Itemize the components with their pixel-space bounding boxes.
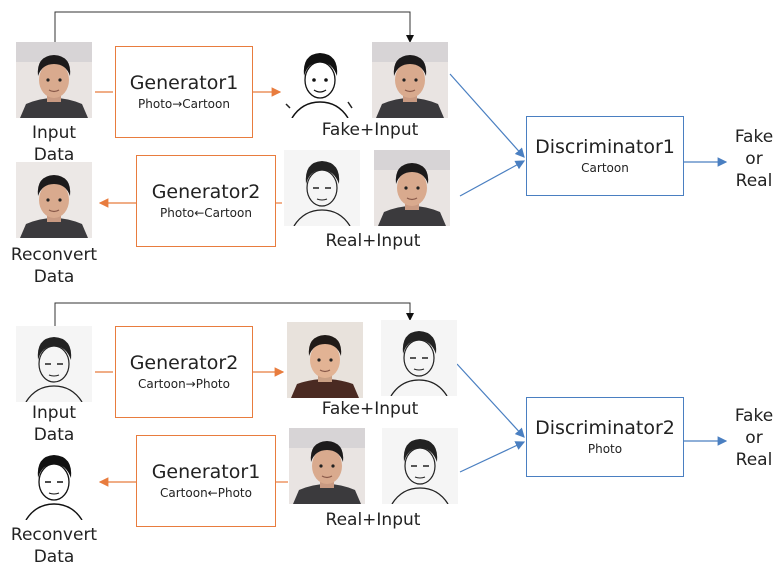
- arrow-fake-disc1: [449, 73, 525, 158]
- real-input-label-bottom: Real+Input: [325, 510, 421, 530]
- generator2-title-top: Generator2: [151, 181, 261, 203]
- generator1-title-top: Generator1: [129, 72, 239, 94]
- photo-real-photo-bottom: [289, 428, 365, 504]
- generator2-subtitle-bottom: Cartoon→Photo: [138, 377, 230, 391]
- fake-input-label-top: Fake+Input: [321, 120, 419, 140]
- photo-input-copy-bottom: [381, 320, 457, 396]
- discriminator2-title: Discriminator2: [535, 417, 675, 439]
- discriminator1-subtitle: Cartoon: [581, 161, 629, 175]
- generator1-title-bottom: Generator1: [151, 461, 261, 483]
- photo-input-top: [16, 42, 92, 118]
- real-input-label-top: Real+Input: [325, 231, 421, 251]
- generator1-box-bottom: Generator1 Cartoon←Photo: [136, 435, 276, 527]
- generator1-box-top: Generator1 Photo→Cartoon: [115, 46, 253, 138]
- arrow-real-disc2: [459, 441, 526, 473]
- photo-reconvert-bottom: [16, 444, 92, 520]
- arrow-fake-disc2: [456, 363, 525, 438]
- photo-input-copy2-bottom: [382, 428, 458, 504]
- generator2-box-top: Generator2 Photo←Cartoon: [136, 155, 276, 247]
- fake-input-label-bottom: Fake+Input: [321, 399, 419, 419]
- generator1-subtitle-top: Photo→Cartoon: [138, 97, 230, 111]
- discriminator1-box: Discriminator1 Cartoon: [526, 116, 684, 196]
- photo-input-copy-top: [372, 42, 448, 118]
- photo-fake-real-bottom: [287, 322, 363, 398]
- arrow-real-disc1: [459, 160, 526, 197]
- photo-real-cartoon-top: [284, 150, 360, 226]
- generator2-title-bottom: Generator2: [129, 352, 239, 374]
- generator1-subtitle-bottom: Cartoon←Photo: [160, 486, 252, 500]
- photo-input-bottom: [16, 326, 92, 402]
- discriminator1-title: Discriminator1: [535, 136, 675, 158]
- generator2-box-bottom: Generator2 Cartoon→Photo: [115, 326, 253, 418]
- generator2-subtitle-top: Photo←Cartoon: [160, 206, 252, 220]
- discriminator2-box: Discriminator2 Photo: [526, 397, 684, 477]
- skip-line-top: [54, 11, 414, 44]
- photo-reconvert-top: [16, 162, 92, 238]
- photo-fake-cartoon-top: [282, 42, 358, 118]
- discriminator2-subtitle: Photo: [587, 442, 623, 456]
- skip-line-bottom: [54, 302, 414, 326]
- photo-input-copy2-top: [374, 150, 450, 226]
